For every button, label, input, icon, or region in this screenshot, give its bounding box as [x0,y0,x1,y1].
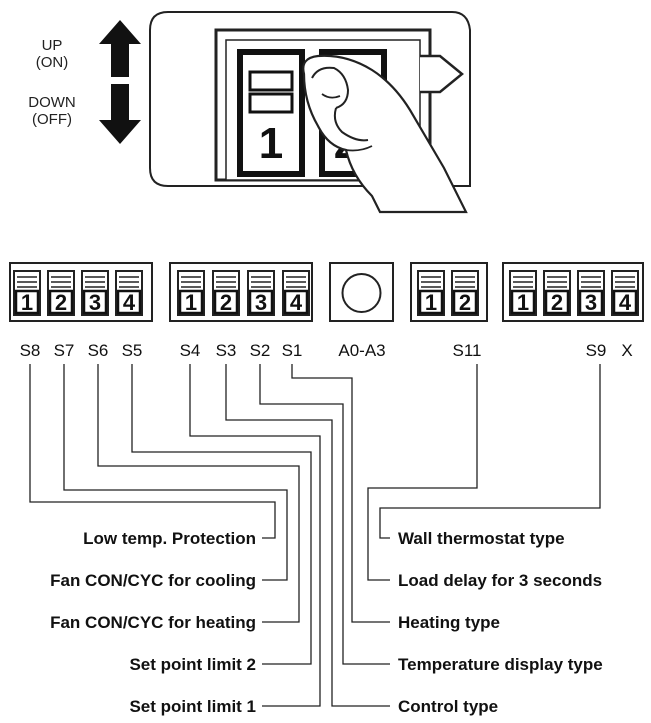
arrow-up-icon [99,20,141,77]
desc-fan-cooling: Fan CON/CYC for cooling [50,571,256,590]
dip-switch[interactable]: 1 [509,270,537,316]
switch-id-labels: S8 S7 S6 S5 S4 S3 S2 S1 A0-A3 S11 S9 X [20,341,633,360]
switch-id-s8: S8 [20,341,41,360]
rotary-switch [329,262,394,322]
desc-heating-type: Heating type [398,613,500,632]
dip-switch-number: 3 [585,290,597,315]
dip-switch-number: 3 [255,290,267,315]
leader-s1 [291,364,390,623]
dip-switch-number: 3 [89,290,101,315]
dip-switch-number: 4 [290,290,303,315]
dip-switch[interactable]: 1 [13,270,41,316]
leader-s9 [379,364,601,539]
dip-switch-number: 2 [459,290,471,315]
leader-s7 [63,364,288,581]
dip-switch-number: 1 [425,290,437,315]
dip-switch-number: 1 [21,290,33,315]
switch-illustration: 1 2 [149,11,471,214]
dip-switch[interactable]: 2 [451,270,479,316]
left-descriptions: Low temp. Protection Fan CON/CYC for coo… [50,529,256,716]
switch-id-s11: S11 [453,341,482,360]
dip-switch[interactable]: 1 [417,270,445,316]
desc-set-point-limit-2: Set point limit 2 [129,655,256,674]
dip-switch-number: 2 [220,290,232,315]
leader-s3 [225,364,390,707]
desc-low-temp-protection: Low temp. Protection [83,529,256,548]
dip-switch[interactable]: 2 [543,270,571,316]
desc-set-point-limit-1: Set point limit 1 [129,697,256,716]
switch-id-s7: S7 [54,341,75,360]
dip-switch[interactable]: 4 [282,270,310,316]
switch-id-s6: S6 [88,341,109,360]
leader-s4 [189,364,321,707]
dip-switch-number: 4 [123,290,136,315]
switch-id-s5: S5 [122,341,143,360]
dip-switch-number: 1 [185,290,197,315]
dip-switch-number: 4 [619,290,632,315]
rotary-label: A0-A3 [338,341,385,360]
dip-switch[interactable]: 4 [611,270,639,316]
switch-id-x: X [621,341,632,360]
leader-s6 [97,364,300,623]
dip-switch[interactable]: 1 [177,270,205,316]
dip-switch-number: 2 [551,290,563,315]
desc-temperature-display-type: Temperature display type [398,655,603,674]
dip-switch-number: 2 [55,290,67,315]
dip-switch[interactable]: 4 [115,270,143,316]
desc-fan-heating: Fan CON/CYC for heating [50,613,256,632]
dip-switch[interactable]: 3 [247,270,275,316]
desc-wall-thermostat-type: Wall thermostat type [398,529,565,548]
switch-id-s4: S4 [180,341,201,360]
desc-control-type: Control type [398,697,498,716]
leader-lines [29,364,601,707]
direction-indicator: UP (ON) DOWN (OFF) [28,20,141,144]
down-off-label: (OFF) [32,111,72,128]
dip-switch-number: 1 [517,290,529,315]
switch-id-s2: S2 [250,341,271,360]
up-label: UP [42,37,63,54]
hand-icon [302,54,468,214]
switch-id-s1: S1 [282,341,303,360]
illustration-switch-1-number: 1 [259,119,283,168]
leader-s11 [367,364,478,581]
dip-switch[interactable]: 3 [81,270,109,316]
up-on-label: (ON) [36,54,69,71]
arrow-down-icon [99,84,141,144]
rotary-knob-icon [341,273,382,313]
dip-switch[interactable]: 2 [212,270,240,316]
switch-id-s3: S3 [216,341,237,360]
dip-switch[interactable]: 3 [577,270,605,316]
leader-s8 [29,364,276,539]
desc-load-delay: Load delay for 3 seconds [398,571,602,590]
leader-s5 [131,364,312,665]
switch-id-s9: S9 [586,341,607,360]
dip-switch[interactable]: 2 [47,270,75,316]
down-label: DOWN [28,94,76,111]
leader-s2 [259,364,390,665]
right-descriptions: Wall thermostat type Load delay for 3 se… [398,529,603,716]
